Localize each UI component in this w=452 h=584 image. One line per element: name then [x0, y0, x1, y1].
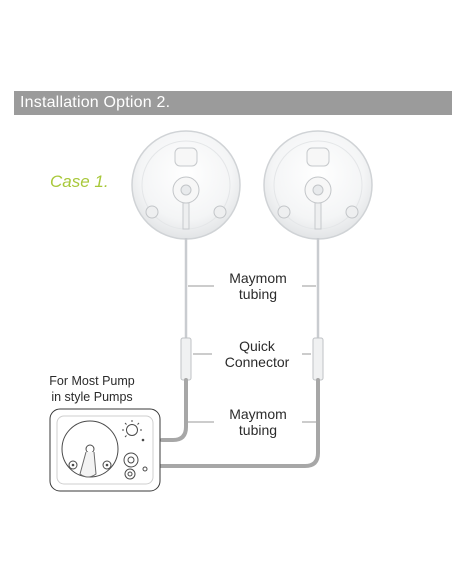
case-label: Case 1.: [50, 172, 109, 191]
upper-tubing-label-line2: tubing: [238, 286, 278, 302]
upper-tubing-label-line1: Maymom: [229, 270, 287, 286]
upper-tubing-label: Maymom tubing: [214, 270, 302, 302]
connector-label-line1: Quick: [239, 338, 275, 354]
upper-tubing: [184, 238, 320, 338]
pump-caption: For Most Pump in style Pumps: [22, 373, 162, 405]
lower-tubing: [150, 378, 320, 468]
connector-label: Quick Connector: [212, 338, 302, 370]
lower-tubing-label: Maymom tubing: [214, 406, 302, 438]
section-header-bar: Installation Option 2.: [14, 91, 452, 115]
section-title: Installation Option 2.: [20, 94, 171, 111]
breast-shield-right: [263, 130, 373, 240]
lower-tubing-label-line1: Maymom: [229, 406, 287, 422]
pump-caption-line1: For Most Pump: [49, 374, 135, 388]
lower-tubing-label-line2: tubing: [238, 422, 278, 438]
pump-caption-line2: in style Pumps: [51, 390, 133, 404]
breast-pump-unit: [49, 408, 161, 492]
breast-shield-left: [131, 130, 241, 240]
connector-label-line2: Connector: [224, 354, 290, 370]
leader-lines: [188, 285, 316, 423]
